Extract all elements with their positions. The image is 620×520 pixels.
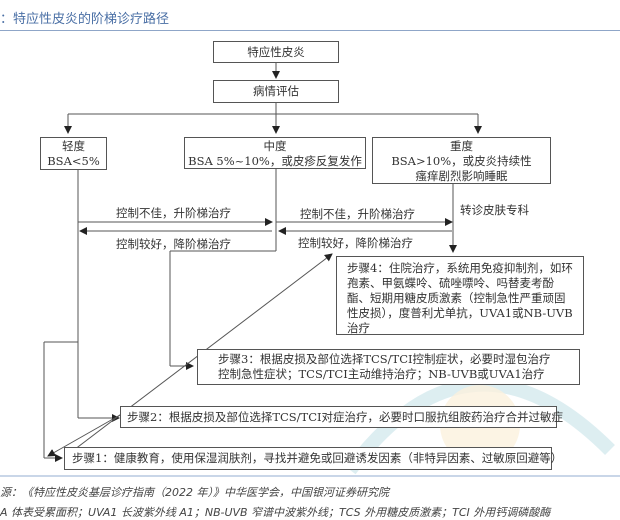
step3-line2: 控制急性症状；TCS/TCI主动维持治疗；NB-UVB或UVA1治疗 bbox=[218, 367, 545, 381]
severe-detail-1: BSA>10%，或皮炎持续性 bbox=[391, 154, 532, 168]
node-step3: 步骤3：根据皮损及部位选择TCS/TCI控制症状，必要时湿包治疗 控制急性症状；… bbox=[197, 349, 580, 385]
figure-title: ：特应性皮炎的阶梯诊疗路径 bbox=[0, 12, 170, 27]
label-escalate-right: 控制不佳，升阶梯治疗 bbox=[300, 207, 415, 221]
source-note: 源：《特应性皮炎基层诊疗指南（2022 年）》中华医学会，中国银河证券研究院 bbox=[0, 486, 389, 499]
moderate-title: 中度 bbox=[263, 139, 287, 153]
moderate-detail: BSA 5%~10%，或皮疹反复发作 bbox=[188, 154, 362, 168]
label-refer-dermatology: 转诊皮肤专科 bbox=[460, 203, 529, 217]
label-deescalate-right: 控制较好，降阶梯治疗 bbox=[298, 236, 413, 250]
step1-text: 步骤1：健康教育，使用保湿润肤剂，寻找并避免或回避诱发因素（非特异因素、过敏原回… bbox=[72, 451, 563, 465]
abbreviation-note: A 体表受累面积；UVA1 长波紫外线 A1；NB-UVB 窄谱中波紫外线；TC… bbox=[0, 506, 551, 519]
node-mild: 轻度 BSA<5% bbox=[40, 137, 107, 170]
severe-title: 重度 bbox=[450, 139, 473, 153]
footer-divider bbox=[0, 475, 620, 477]
node-label: 特应性皮炎 bbox=[247, 45, 305, 59]
node-assessment: 病情评估 bbox=[213, 80, 339, 103]
severe-detail-2: 瘙痒剧烈影响睡眠 bbox=[415, 169, 508, 183]
header-divider bbox=[0, 30, 620, 31]
step4-text: 步骤4：住院治疗，系统用免疫抑制剂，如环孢素、甲氨蝶呤、硫唑嘌呤、吗替麦考酚酯、… bbox=[347, 261, 573, 335]
node-label: 病情评估 bbox=[253, 84, 299, 98]
mild-detail: BSA<5% bbox=[47, 154, 100, 168]
step2-text: 步骤2：根据皮损及部位选择TCS/TCI对症治疗，必要时口服抗组胺药治疗合并过敏… bbox=[127, 410, 564, 424]
node-step2: 步骤2：根据皮损及部位选择TCS/TCI对症治疗，必要时口服抗组胺药治疗合并过敏… bbox=[120, 406, 563, 428]
node-atopic-dermatitis: 特应性皮炎 bbox=[213, 41, 339, 63]
node-severe: 重度 BSA>10%，或皮炎持续性 瘙痒剧烈影响睡眠 bbox=[372, 137, 551, 184]
label-escalate-left: 控制不佳，升阶梯治疗 bbox=[116, 206, 231, 220]
mild-title: 轻度 bbox=[62, 139, 85, 153]
node-step4: 步骤4：住院治疗，系统用免疫抑制剂，如环孢素、甲氨蝶呤、硫唑嘌呤、吗替麦考酚酯、… bbox=[336, 256, 584, 335]
node-moderate: 中度 BSA 5%~10%，或皮疹反复发作 bbox=[184, 137, 366, 169]
step3-line1: 步骤3：根据皮损及部位选择TCS/TCI控制症状，必要时湿包治疗 bbox=[218, 352, 551, 366]
node-step1: 步骤1：健康教育，使用保湿润肤剂，寻找并避免或回避诱发因素（非特异因素、过敏原回… bbox=[64, 447, 562, 470]
label-deescalate-left: 控制较好，降阶梯治疗 bbox=[116, 237, 231, 251]
